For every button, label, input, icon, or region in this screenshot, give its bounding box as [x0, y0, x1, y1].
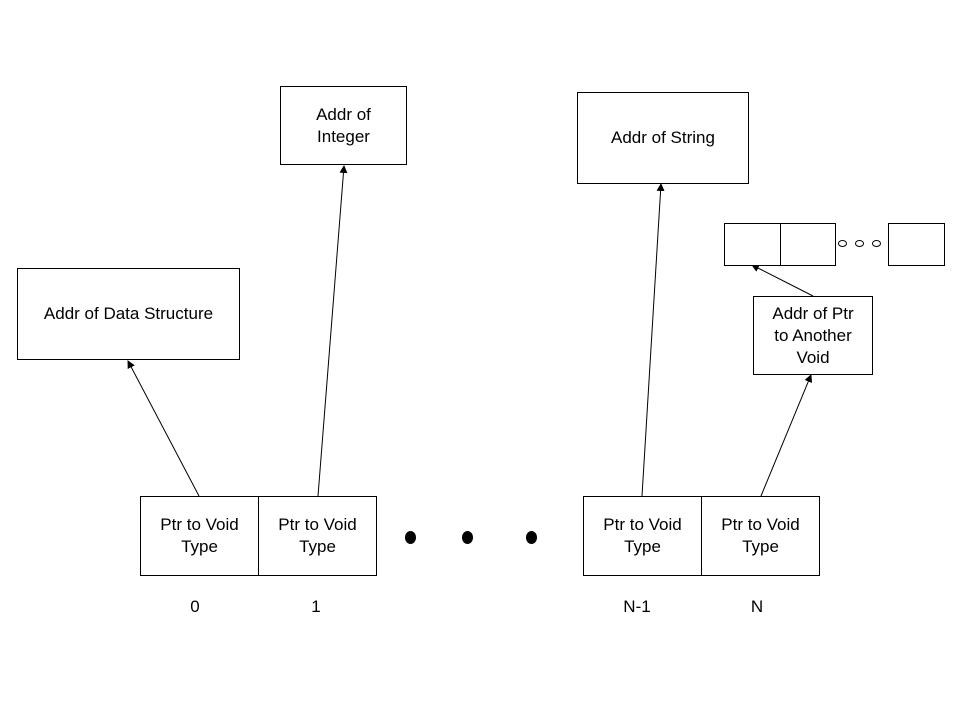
addr-data-structure-label: Addr of Data Structure — [43, 304, 214, 323]
arrow-cell0-to-data-structure — [127, 360, 200, 497]
index-label-1: 1 — [311, 597, 321, 616]
array-cell-n-line1: Ptr to Void — [721, 515, 800, 534]
index-label-n: N — [750, 597, 764, 616]
arrow-cellN1-to-string — [641, 183, 665, 497]
addr-integer-box: Addr of Integer — [280, 86, 407, 165]
addr-ptr-void-label-line2: to Another — [774, 325, 852, 345]
addr-string-box: Addr of String — [577, 92, 749, 184]
ellipsis-dot-1 — [405, 531, 416, 544]
small-array-cell-0 — [724, 223, 781, 266]
array-cell-0: Ptr to Void Type — [140, 496, 259, 576]
array-cell-n-minus-1-line1: Ptr to Void — [603, 515, 682, 534]
array-cell-1-line1: Ptr to Void — [278, 515, 357, 534]
index-label-n-minus-1: N-1 — [623, 597, 651, 616]
small-ellipsis-dot-3 — [872, 240, 881, 247]
addr-ptr-void-label-line3: Void — [796, 347, 830, 367]
arrow-cellN-to-ptr-void — [760, 374, 813, 497]
addr-ptr-void-box: Addr of Ptr to Another Void — [753, 296, 873, 375]
array-cell-n-minus-1: Ptr to Void Type — [583, 496, 702, 576]
addr-integer-label-line1: Addr of — [316, 104, 371, 124]
array-cell-1-line2: Type — [299, 537, 336, 556]
ellipsis-dot-3 — [526, 531, 537, 544]
addr-string-label: Addr of String — [611, 128, 715, 147]
addr-integer-label-line2: Integer — [317, 126, 370, 146]
array-cell-0-line1: Ptr to Void — [160, 515, 239, 534]
small-ellipsis-dot-2 — [855, 240, 864, 247]
small-ellipsis-dot-1 — [838, 240, 847, 247]
array-cell-n: Ptr to Void Type — [701, 496, 820, 576]
arrow-ptr-void-to-small-array — [751, 264, 814, 297]
index-label-0: 0 — [190, 597, 200, 616]
array-cell-1: Ptr to Void Type — [258, 496, 377, 576]
arrow-cell1-to-integer — [317, 165, 348, 497]
array-cell-n-minus-1-line2: Type — [624, 537, 661, 556]
addr-ptr-void-label-line1: Addr of Ptr — [772, 303, 854, 323]
small-array-cell-last — [888, 223, 945, 266]
small-array-cell-1 — [780, 223, 836, 266]
array-cell-n-line2: Type — [742, 537, 779, 556]
array-cell-0-line2: Type — [181, 537, 218, 556]
ellipsis-dot-2 — [462, 531, 473, 544]
addr-data-structure-box: Addr of Data Structure — [17, 268, 240, 360]
